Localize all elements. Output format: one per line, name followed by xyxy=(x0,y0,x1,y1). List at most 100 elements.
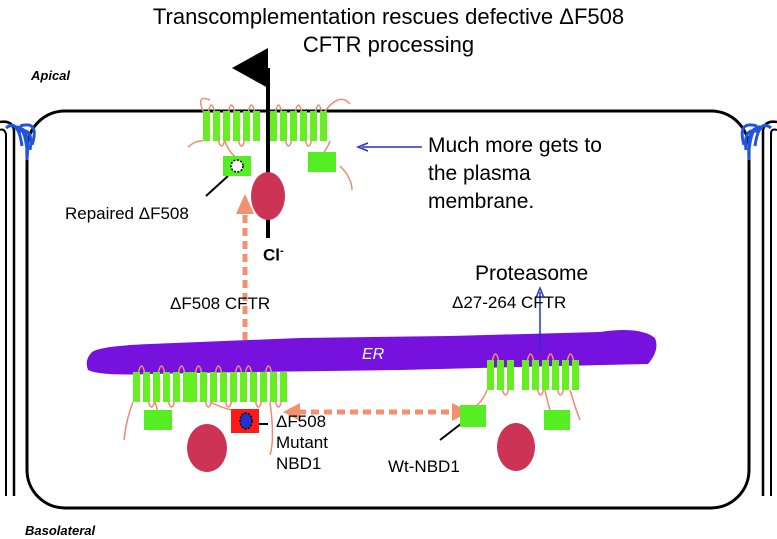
apical-tmd2-loop xyxy=(304,140,313,147)
er-left-tmd1-loop xyxy=(147,401,156,408)
er-left-tail-right xyxy=(269,401,274,456)
er-left-tmd1-helix xyxy=(143,372,150,402)
apical-tmd1-loop xyxy=(247,104,256,112)
er-left-tmd2-helix xyxy=(200,372,207,402)
mutant-site xyxy=(239,412,253,430)
er-left-tmd2-loop xyxy=(204,401,213,408)
er-left-tmd1-loop xyxy=(167,401,176,408)
apical-tmd1-helix xyxy=(243,111,250,141)
tight-junction-left xyxy=(5,123,36,161)
er-left-tmd2-helix xyxy=(190,372,197,402)
apical-tmd1-loop xyxy=(237,140,246,147)
er-right-tmd2-helix xyxy=(552,360,559,390)
apical-tmd2-helix xyxy=(290,111,297,141)
er-right-tmd2-loop xyxy=(546,353,555,361)
repaired-pointer xyxy=(205,175,229,197)
left-neighbor-membrane xyxy=(0,120,16,496)
er-left-tmd3-loop xyxy=(274,401,283,408)
upward-trafficking-arrow xyxy=(236,194,254,340)
membrane-note-line-1: Much more gets to xyxy=(428,134,602,157)
er-organelle xyxy=(86,330,657,375)
er-left-tmd3-helix xyxy=(280,372,287,402)
membrane-note-line-2: the plasma xyxy=(428,162,531,185)
apical-nbd2 xyxy=(308,152,336,172)
apical-tmd1-helix xyxy=(203,111,210,141)
apical-tmd2-helix xyxy=(300,111,307,141)
apical-tmd2-helix xyxy=(270,111,277,141)
right-neighbor-membrane-outer xyxy=(770,128,777,496)
apical-tmd1-helix xyxy=(253,111,260,141)
er-right-tmd1-loop xyxy=(501,389,510,396)
er-left-tmd1-helix xyxy=(183,372,190,402)
er-left-tail xyxy=(123,401,134,441)
basolateral-label: Basolateral xyxy=(25,523,96,538)
apical-tmd1-loop xyxy=(207,104,216,112)
title-line-1: Transcomplementation rescues defective Δ… xyxy=(152,4,625,29)
er-right-nbd2 xyxy=(544,410,570,430)
er-right-connector xyxy=(544,389,551,411)
er-right-tmd1-helix xyxy=(487,360,494,390)
membrane-note-line-3: membrane. xyxy=(428,190,535,213)
er-left-tmd2-loop xyxy=(234,365,243,373)
er-right-tmd2-helix xyxy=(572,360,579,390)
er-left-tmd1-helix xyxy=(173,372,180,402)
er-right-tmd2-loop xyxy=(526,353,535,361)
apical-c-loop xyxy=(324,98,351,112)
er-right-partner-domain xyxy=(497,423,535,471)
er-left-tmd1-helix xyxy=(163,372,170,402)
apical-tmd2-helix xyxy=(310,111,317,141)
er-right-tmd1-loop xyxy=(491,353,500,361)
er-left-tmd3-helix xyxy=(260,372,267,402)
er-right-tail xyxy=(569,389,581,421)
tight-junction-right xyxy=(740,123,772,161)
er-left-tmd3-loop xyxy=(264,365,273,373)
er-left-tmd1-loop xyxy=(177,365,186,373)
er-left-nbd2 xyxy=(144,410,172,430)
er-left-tmd1-loop xyxy=(157,365,166,373)
proteasome-label: Proteasome xyxy=(475,262,589,285)
wt-nbd1-label: Wt-NBD1 xyxy=(388,457,460,476)
er-left-tmd3-helix xyxy=(250,372,257,402)
right-neighbor-membrane xyxy=(761,120,777,496)
er-left-tmd1-helix xyxy=(153,372,160,402)
er-left-connector-2 xyxy=(209,401,233,411)
er-right-tmd2-helix xyxy=(522,360,529,390)
apical-tmd2-loop xyxy=(294,104,303,112)
er-left-partner-domain xyxy=(187,424,227,472)
wt-nbd1-pointer xyxy=(439,422,463,441)
apical-tmd1-loop xyxy=(227,104,236,112)
wt-nbd1 xyxy=(460,405,486,427)
apical-tmd2-helix xyxy=(320,111,327,141)
apical-tail-right xyxy=(339,165,353,191)
repaired-site xyxy=(230,159,244,173)
membrane-pointer-arrow xyxy=(355,142,422,152)
er-left-tmd2-helix xyxy=(210,372,217,402)
er-right-tmd2-loop xyxy=(556,389,565,396)
apical-tail-left xyxy=(187,140,204,148)
er-left-tmd1-helix xyxy=(133,372,140,402)
apical-tmd1-loop xyxy=(217,140,226,147)
er-left-tmd2-loop xyxy=(214,365,223,373)
er-left-tmd2-loop xyxy=(224,401,233,408)
apical-partner-domain xyxy=(251,172,285,220)
chloride-label: Cl- xyxy=(263,245,284,266)
er-left-tmd1-loop xyxy=(137,365,146,373)
apical-tmd2-loop xyxy=(314,104,323,112)
apical-tmd1-helix xyxy=(223,111,230,141)
title-line-2: CFTR processing xyxy=(302,32,475,57)
chloride-symbol: Cl xyxy=(263,245,280,265)
cftr-proteins xyxy=(123,97,581,472)
chloride-charge: - xyxy=(280,245,284,257)
apical-tmd2-helix xyxy=(280,111,287,141)
apical-tmd1-helix xyxy=(213,111,220,141)
df508-cftr-label: ΔF508 CFTR xyxy=(170,294,271,313)
left-neighbor-membrane-outer xyxy=(0,128,7,496)
mutant-label-line-1: ΔF508 xyxy=(276,412,327,431)
apical-tmd2-loop xyxy=(284,140,293,147)
er-left-tmd2-helix xyxy=(220,372,227,402)
repaired-label: Repaired ΔF508 xyxy=(65,204,189,223)
er-left-tmd3-loop xyxy=(244,365,253,373)
er-right-tmd1-helix xyxy=(507,360,514,390)
cell-membrane xyxy=(25,109,751,510)
